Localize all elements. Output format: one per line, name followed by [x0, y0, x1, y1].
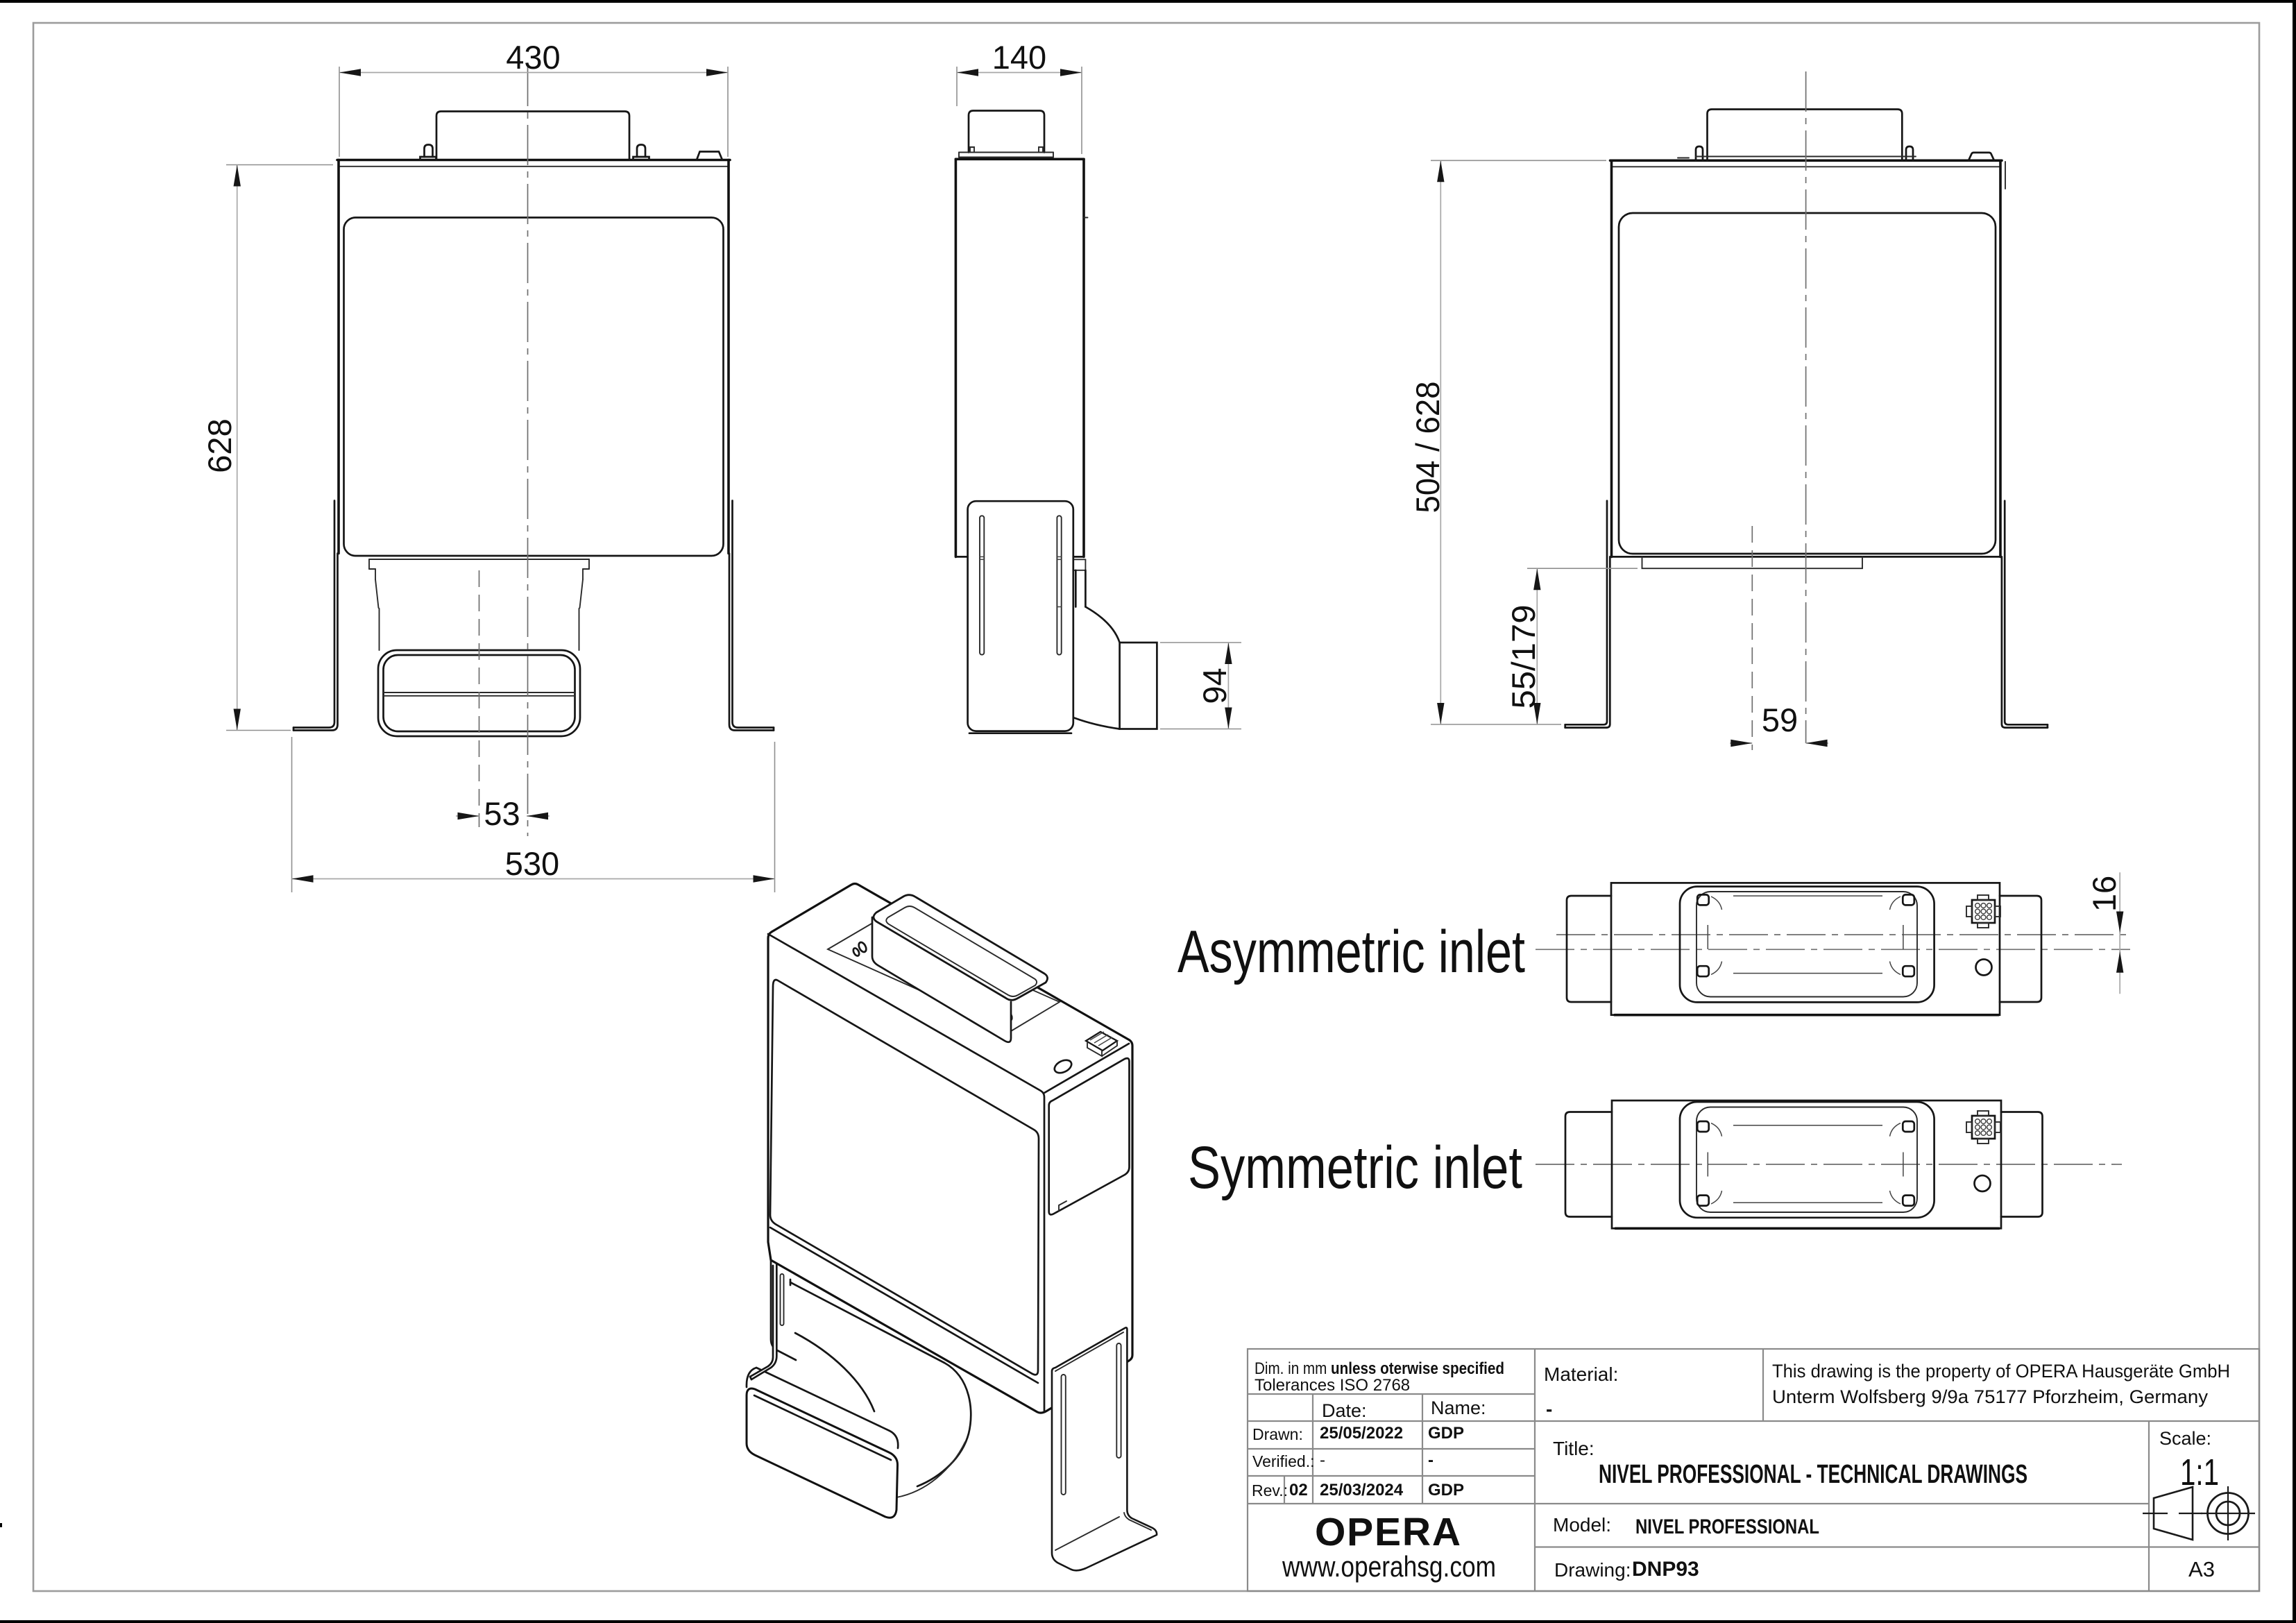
svg-text:Asymmetric inlet: Asymmetric inlet: [1177, 919, 1525, 985]
svg-text:A3: A3: [2188, 1557, 2215, 1581]
svg-text:Model:: Model:: [1553, 1514, 1611, 1536]
svg-text:www.operahsg.com: www.operahsg.com: [1282, 1550, 1496, 1583]
svg-text:GDP: GDP: [1428, 1424, 1464, 1443]
svg-text:-: -: [1320, 1451, 1325, 1470]
svg-text:25/05/2022: 25/05/2022: [1320, 1424, 1403, 1443]
svg-text:94: 94: [1196, 668, 1233, 704]
svg-text:OPERA: OPERA: [1315, 1510, 1461, 1554]
svg-text:25/03/2024: 25/03/2024: [1320, 1481, 1404, 1499]
svg-text:Name:: Name:: [1431, 1397, 1486, 1418]
svg-text:GDP: GDP: [1428, 1481, 1464, 1499]
svg-text:140: 140: [992, 39, 1046, 76]
svg-text:Unterm Wolfsberg 9/9a 75177 Pf: Unterm Wolfsberg 9/9a 75177 Pforzheim, G…: [1772, 1386, 2209, 1407]
svg-text:Symmetric inlet: Symmetric inlet: [1188, 1135, 1522, 1201]
svg-text:Rev.:: Rev.:: [1252, 1481, 1288, 1499]
svg-text:530: 530: [505, 845, 559, 882]
svg-text:Date:: Date:: [1322, 1400, 1367, 1421]
svg-text:Tolerances ISO 2768: Tolerances ISO 2768: [1255, 1376, 1410, 1395]
svg-text:Dim. in mm unless oterwise spe: Dim. in mm unless oterwise specified: [1255, 1359, 1504, 1378]
svg-text:This drawing is the property o: This drawing is the property of OPERA Ha…: [1772, 1361, 2230, 1382]
svg-text:16: 16: [2086, 876, 2123, 912]
svg-text:504 / 628: 504 / 628: [1409, 382, 1446, 513]
svg-text:Material:: Material:: [1544, 1363, 1618, 1385]
svg-text:628: 628: [201, 418, 238, 473]
svg-text:Title:: Title:: [1553, 1438, 1595, 1459]
svg-text:DNP93: DNP93: [1632, 1558, 1699, 1581]
svg-text:Drawn:: Drawn:: [1252, 1425, 1303, 1443]
svg-text:59: 59: [1762, 702, 1798, 738]
svg-text:1:1: 1:1: [2180, 1452, 2219, 1493]
svg-text:Verified.:: Verified.:: [1252, 1452, 1315, 1470]
svg-text:Drawing:: Drawing:: [1554, 1559, 1631, 1581]
svg-text:02: 02: [1289, 1481, 1308, 1499]
svg-text:-: -: [1546, 1398, 1552, 1420]
svg-text:NIVEL PROFESSIONAL - TECHNICAL: NIVEL PROFESSIONAL - TECHNICAL DRAWINGS: [1599, 1460, 2027, 1489]
svg-text:430: 430: [506, 39, 560, 76]
svg-text:55/179: 55/179: [1505, 605, 1542, 709]
svg-text:NIVEL PROFESSIONAL: NIVEL PROFESSIONAL: [1635, 1515, 1819, 1538]
svg-text:Scale:: Scale:: [2159, 1428, 2211, 1449]
svg-text:-: -: [1428, 1451, 1434, 1470]
svg-text:53: 53: [484, 795, 520, 832]
